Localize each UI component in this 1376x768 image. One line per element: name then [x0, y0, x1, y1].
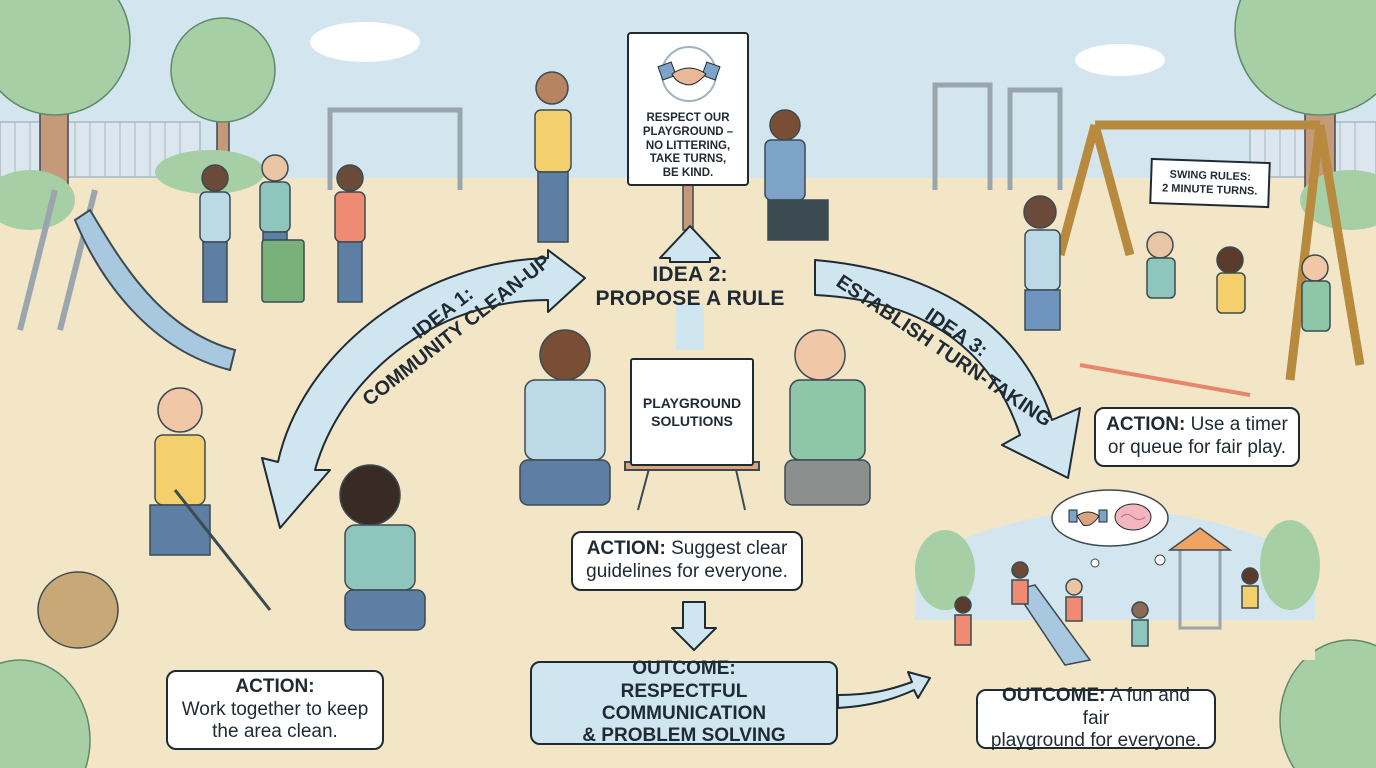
idea1-action-label: ACTION:: [235, 675, 315, 697]
idea3-action-box: ACTION: Use a timer or queue for fair pl…: [1094, 407, 1300, 467]
brain-icon: [1114, 503, 1152, 531]
idea2-action-line1: Suggest clear: [671, 538, 788, 560]
flipchart-line2: SOLUTIONS: [651, 413, 733, 429]
idea1-action-line1: Work together to keep: [181, 698, 369, 720]
idea2-action-line2: guidelines for everyone.: [586, 561, 788, 582]
sign-line: BE KIND.: [662, 167, 714, 180]
handshake-icon: [1068, 509, 1108, 527]
idea2-label: IDEA 2: PROPOSE A RULE: [585, 263, 795, 311]
idea1-action-box: ACTION: Work together to keep the area c…: [166, 670, 384, 750]
flipchart: PLAYGROUND SOLUTIONS: [630, 358, 754, 466]
idea3-action-label: ACTION:: [1106, 414, 1186, 436]
idea2-action-box: ACTION: Suggest clear guidelines for eve…: [571, 531, 803, 591]
idea1-action-line2: the area clean.: [212, 721, 338, 743]
sign-line: RESPECT OUR: [646, 112, 730, 124]
idea2-name: PROPOSE A RULE: [595, 287, 785, 311]
right-outcome-box: OUTCOME: A fun and fair playground for e…: [976, 685, 1216, 751]
idea1-arrow: [261, 249, 586, 529]
sign-line: NO LITTERING,: [645, 139, 731, 152]
center-outcome-line3: & PROBLEM SOLVING: [582, 725, 786, 747]
flipchart-line1: PLAYGROUND: [642, 394, 742, 411]
playground-rules-sign: RESPECT OUR PLAYGROUND – NO LITTERING, T…: [627, 32, 749, 186]
right-outcome-line1: A fun and fair: [1082, 684, 1190, 729]
idea3-action-line1: Use a timer: [1190, 414, 1288, 436]
handshake-icon: [657, 46, 721, 102]
right-outcome-line2: playground for everyone.: [990, 730, 1202, 752]
idea2-title: IDEA 2:: [652, 263, 728, 286]
center-outcome-line2: RESPECTFUL COMMUNICATION: [601, 680, 767, 724]
sign-line: PLAYGROUND –: [642, 125, 734, 138]
swing-rules-sign: SWING RULES: 2 MINUTE TURNS.: [1149, 157, 1271, 209]
sign-line: TAKE TURNS,: [649, 153, 727, 166]
thought-bubble-icons: [1068, 503, 1152, 531]
center-outcome-box: OUTCOME: RESPECTFUL COMMUNICATION & PROB…: [530, 658, 838, 747]
idea3-action-line2: or queue for fair play.: [1107, 437, 1287, 458]
center-outcome-line1: OUTCOME:: [632, 658, 736, 680]
right-outcome-label: OUTCOME:: [1002, 684, 1106, 706]
swing-sign-line2: 2 MINUTE TURNS.: [1161, 182, 1258, 198]
idea2-action-label: ACTION:: [586, 538, 666, 560]
